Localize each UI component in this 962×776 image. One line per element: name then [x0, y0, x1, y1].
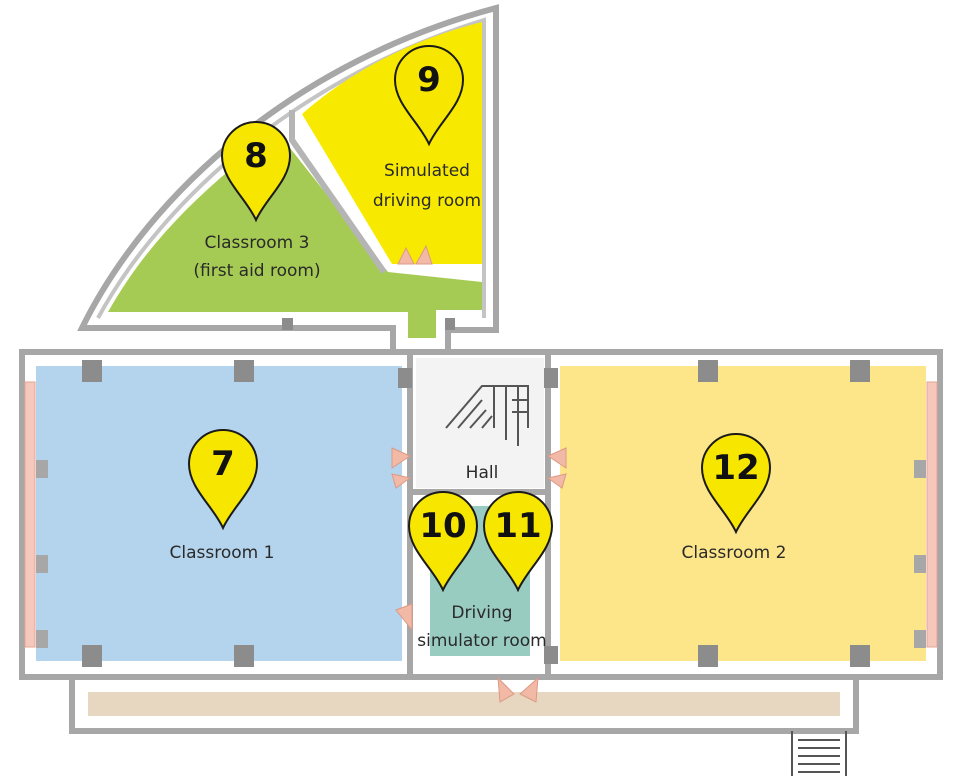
- hall-area[interactable]: [416, 358, 544, 488]
- map-pin-10[interactable]: 10: [407, 491, 479, 593]
- door-classroom-1[interactable]: [391, 447, 412, 469]
- corridor-outer-wall: [69, 674, 859, 734]
- room-label-simulated-driving: Simulated: [384, 161, 470, 181]
- staircase: [445, 385, 529, 446]
- room-label-hall: Hall: [466, 463, 499, 483]
- exit-stairs: [791, 731, 847, 776]
- map-pin-12[interactable]: 12: [700, 433, 772, 535]
- door-classroom-2[interactable]: [546, 473, 567, 489]
- pillars: [82, 360, 870, 667]
- map-pin-8[interactable]: 8: [220, 121, 292, 223]
- pillar: [282, 318, 293, 330]
- upper-wing-outer-wall: [77, 4, 499, 355]
- door-simulated-driving[interactable]: [415, 244, 433, 265]
- window-left: [24, 381, 36, 648]
- svg-text:11: 11: [494, 506, 541, 546]
- room-label-simulated-driving-sub: driving room: [373, 191, 481, 211]
- map-pin-9[interactable]: 9: [393, 45, 465, 147]
- corridor-area[interactable]: [88, 692, 840, 716]
- room-label-classroom-2: Classroom 2: [682, 543, 787, 563]
- room-label-driving-simulator: Driving: [451, 603, 512, 623]
- svg-text:12: 12: [712, 448, 759, 488]
- room-label-classroom-3: Classroom 3: [205, 233, 310, 253]
- svg-text:10: 10: [419, 506, 466, 546]
- pillar: [445, 318, 455, 330]
- svg-text:8: 8: [244, 136, 268, 176]
- door-classroom-1[interactable]: [391, 473, 412, 489]
- door-driving-simulator[interactable]: [395, 603, 413, 632]
- divider-wall-upper: [289, 110, 387, 274]
- door-corridor[interactable]: [519, 676, 539, 703]
- svg-text:9: 9: [417, 60, 441, 100]
- room-label-classroom-3-sub: (first aid room): [193, 261, 320, 281]
- room-label-driving-simulator-sub: simulator room: [417, 631, 547, 651]
- door-simulated-driving[interactable]: [397, 246, 415, 265]
- svg-text:7: 7: [211, 444, 235, 484]
- room-label-classroom-1: Classroom 1: [170, 543, 275, 563]
- window-ticks: [36, 460, 926, 648]
- map-pin-7[interactable]: 7: [187, 429, 259, 531]
- door-corridor[interactable]: [497, 676, 515, 703]
- window-right: [926, 381, 938, 648]
- classroom-3-area[interactable]: [108, 148, 482, 338]
- map-pin-11[interactable]: 11: [482, 491, 554, 593]
- door-classroom-2[interactable]: [546, 447, 567, 469]
